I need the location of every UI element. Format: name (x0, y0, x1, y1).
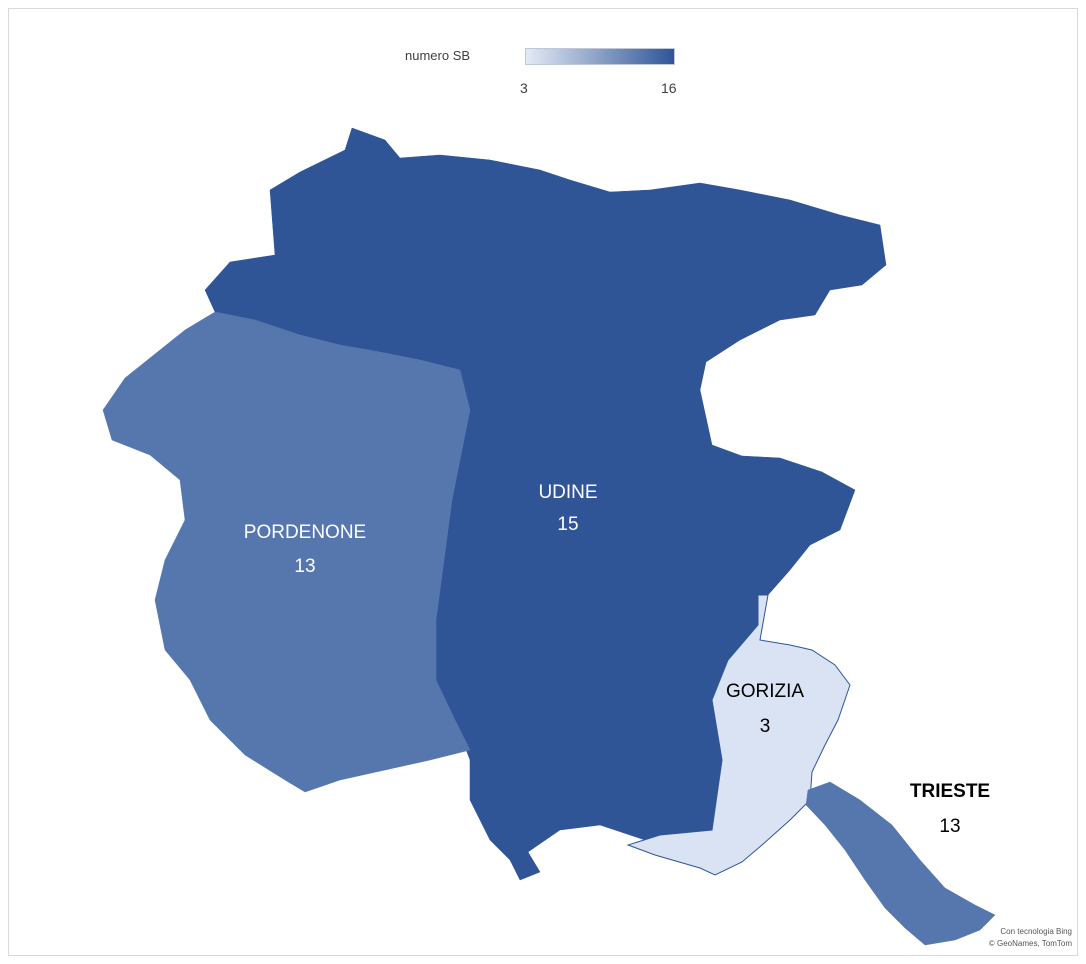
attribution-line-2: © GeoNames, TomTom (988, 939, 1072, 948)
legend-title: numero SB (405, 48, 471, 63)
region-value-pordenone: 13 (294, 556, 315, 577)
region-label-udine: UDINE 15 (538, 482, 597, 535)
region-pordenone[interactable] (102, 311, 471, 793)
region-name-gorizia: GORIZIA (726, 681, 804, 702)
legend-max-value: 16 (661, 80, 677, 96)
region-name-trieste: TRIESTE (910, 781, 990, 802)
region-label-trieste: TRIESTE 13 (910, 781, 990, 837)
map-legend: numero SB 3 16 (405, 44, 705, 104)
region-value-gorizia: 3 (760, 716, 771, 737)
region-name-udine: UDINE (538, 482, 597, 503)
region-value-udine: 15 (557, 514, 578, 535)
region-gorizia[interactable] (626, 594, 851, 876)
region-name-pordenone: PORDENONE (244, 522, 366, 543)
region-value-trieste: 13 (939, 816, 960, 837)
map-attribution: Con tecnologia Bing © GeoNames, TomTom (989, 926, 1072, 950)
attribution-line-1: Con tecnologia Bing (1000, 927, 1072, 936)
legend-min-value: 3 (520, 80, 528, 96)
region-trieste[interactable] (805, 781, 996, 946)
legend-gradient-bar (525, 48, 675, 65)
region-label-pordenone: PORDENONE 13 (244, 522, 366, 577)
region-label-gorizia: GORIZIA 3 (726, 681, 804, 737)
